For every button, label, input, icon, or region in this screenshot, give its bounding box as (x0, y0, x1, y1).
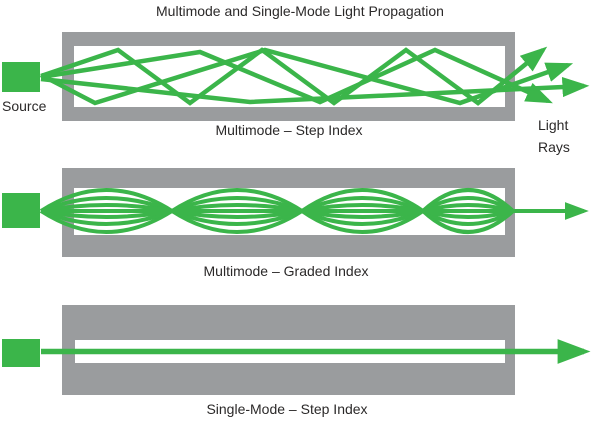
light-ray-steep (40, 46, 548, 106)
light-ray-medium-down (40, 47, 553, 105)
light-rays-step-multimode (39, 46, 590, 106)
fiber-label-multimode-step: Multimode – Step Index (215, 122, 363, 138)
fiber-label-single-mode-step: Single-Mode – Step Index (206, 401, 368, 417)
light-rays-label-line1: Light (538, 117, 569, 133)
diagram-title: Multimode and Single-Mode Light Propagat… (156, 3, 444, 19)
source-block (2, 193, 40, 228)
fiber-label-multimode-graded: Multimode – Graded Index (203, 263, 369, 279)
source-label: Source (2, 98, 47, 114)
source-block (2, 62, 40, 92)
light-ray-shallow (40, 76, 590, 105)
light-rays-label-line2: Rays (538, 139, 570, 155)
light-rays-graded-multimode (39, 188, 589, 234)
source-block (2, 339, 40, 367)
fiber-multimode-step (62, 32, 515, 121)
